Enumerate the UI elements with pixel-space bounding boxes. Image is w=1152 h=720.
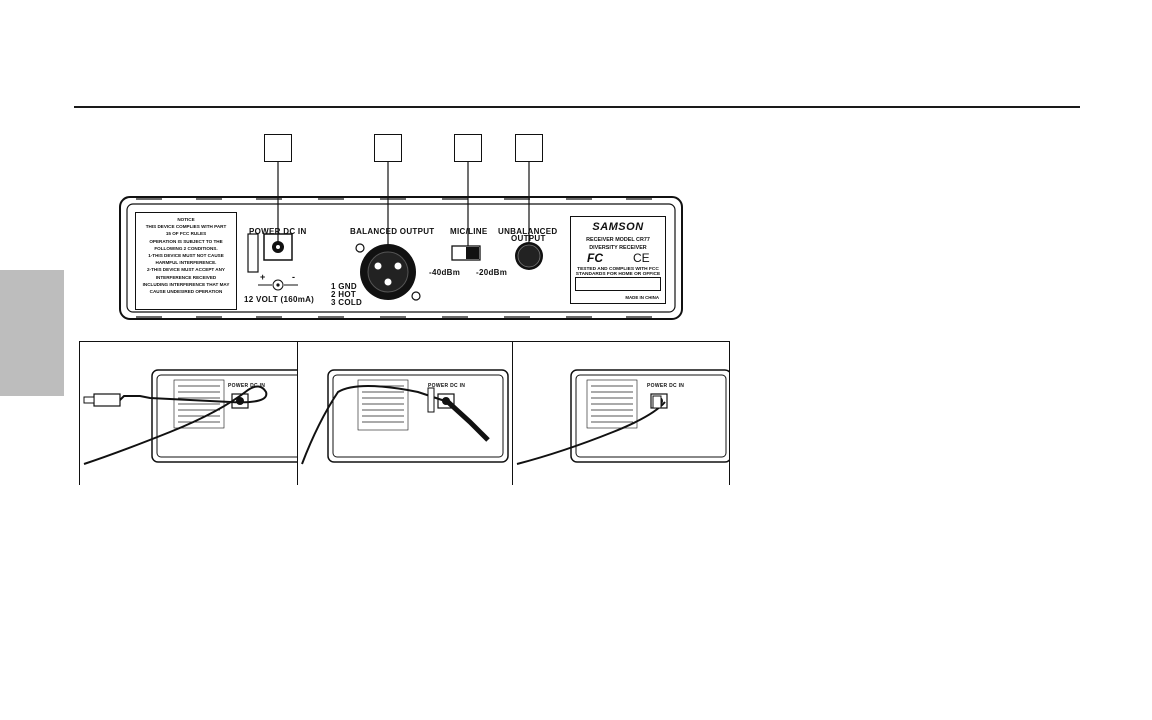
output-label: OUTPUT xyxy=(511,234,546,243)
model-label: RECEIVER MODEL CR77 xyxy=(586,237,650,243)
top-rule xyxy=(74,106,1080,108)
cable-routing-drawing xyxy=(516,369,729,465)
notice-line: 2-THIS DEVICE MUST ACCEPT ANY xyxy=(146,267,225,273)
step-power-label: POWER DC IN xyxy=(428,383,466,389)
notice-line: OPERATION IS SUBJECT TO THE xyxy=(149,238,223,244)
ce-logo: CE xyxy=(633,251,650,265)
serial-box xyxy=(575,277,661,291)
pin-label-cold: 3 COLD xyxy=(331,298,363,307)
polarity-plus: + xyxy=(260,272,266,282)
product-label: SAMSON RECEIVER MODEL CR77 DIVERSITY REC… xyxy=(570,216,666,304)
step-power-label: POWER DC IN xyxy=(647,383,685,389)
tested-line-1: TESTED AND COMPLIES WITH FCC xyxy=(577,267,659,272)
unbalanced-label: UNBALANCED xyxy=(498,227,558,236)
notice-line: THIS DEVICE COMPLIES WITH PART xyxy=(145,224,227,230)
level-low-label: -40dBm xyxy=(429,268,461,277)
power-dc-in-label: POWER DC IN xyxy=(249,227,307,236)
pin-label-gnd: 1 GND xyxy=(331,282,357,291)
fcc-notice: NOTICE THIS DEVICE COMPLIES WITH PART 15… xyxy=(135,212,237,310)
notice-line: INCLUDING INTERFERENCE THAT MAY xyxy=(142,281,230,287)
callout-box-mic-line xyxy=(454,134,482,162)
step-power-label: POWER DC IN xyxy=(228,383,266,389)
notice-line: HARMFUL INTERFERENCE. xyxy=(155,260,217,266)
step-illustration-3: POWER DC IN xyxy=(512,341,730,485)
pin-label-hot: 2 HOT xyxy=(331,290,357,299)
fcc-logo: FC xyxy=(587,251,603,265)
mic-line-label: MIC/LINE xyxy=(450,227,488,236)
cable-routing-drawing xyxy=(83,369,297,465)
cable-routing-drawing xyxy=(301,369,509,465)
voltage-label: 12 VOLT (160mA) xyxy=(244,295,315,304)
notice-line: FOLLOWING 2 CONDITIONS. xyxy=(154,245,218,251)
step-illustration-1: POWER DC IN xyxy=(79,341,297,485)
notice-line: INTERFERENCE RECEIVED xyxy=(155,274,217,280)
callout-box-balanced xyxy=(374,134,402,162)
notice-line: 15 OF FCC RULES xyxy=(165,231,207,237)
section-tab xyxy=(0,270,64,396)
polarity-minus: - xyxy=(292,272,296,282)
made-in-label: MADE IN CHINA xyxy=(625,295,659,300)
tested-line-2: STANDARDS FOR HOME OR OFFICE xyxy=(575,272,661,277)
receiver-type-label: DIVERSITY RECEIVER xyxy=(589,245,647,251)
callout-box-unbalanced xyxy=(515,134,543,162)
balanced-output-label: BALANCED OUTPUT xyxy=(350,227,435,236)
step-illustration-2: POWER DC IN xyxy=(297,341,512,485)
notice-line: CAUSE UNDESIRED OPERATION xyxy=(149,289,223,295)
level-high-label: -20dBm xyxy=(476,268,508,277)
notice-line: NOTICE xyxy=(177,217,195,222)
notice-line: 1-THIS DEVICE MUST NOT CAUSE xyxy=(148,253,224,259)
callout-box-power xyxy=(264,134,292,162)
brand-logo: SAMSON xyxy=(592,221,644,233)
